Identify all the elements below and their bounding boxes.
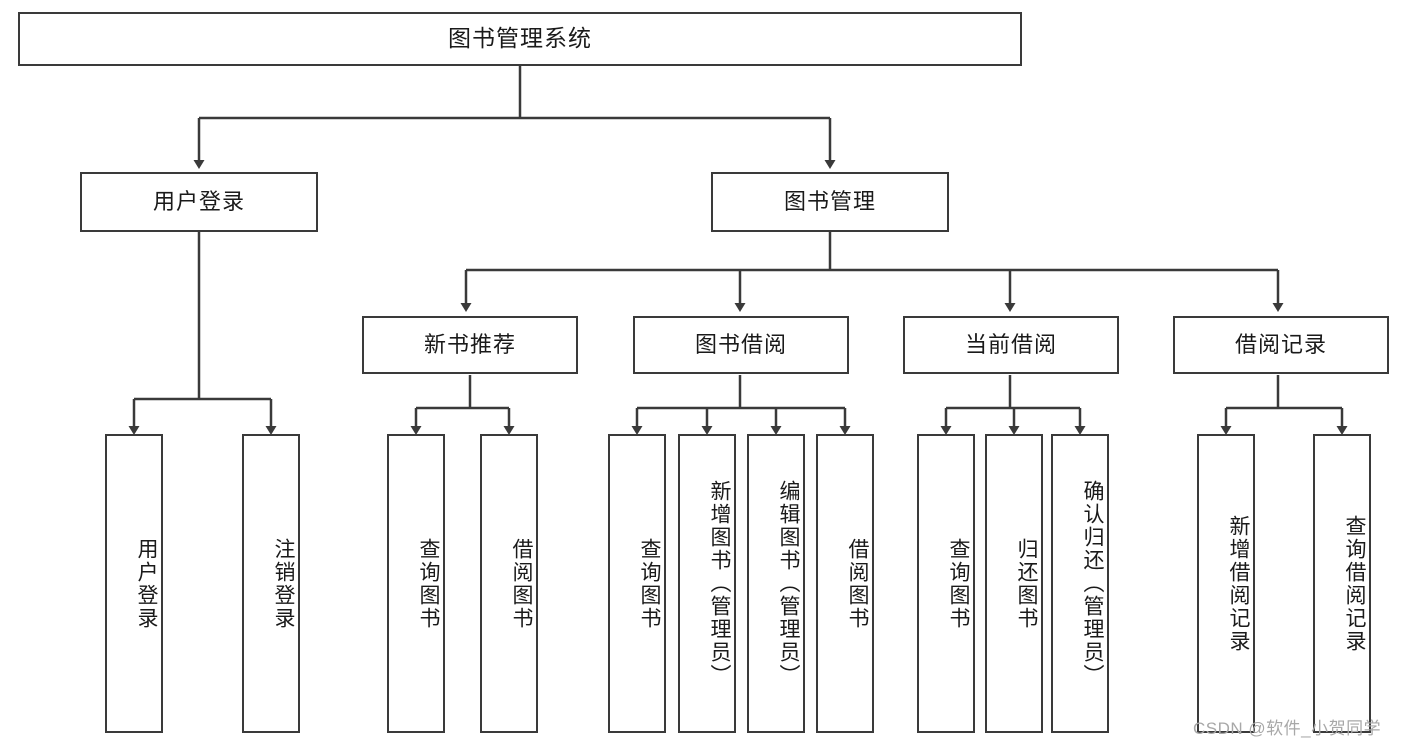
leaf-user-login-signout[interactable]: 注销登录 — [242, 434, 300, 733]
node-label: 新增图书（管理员） — [708, 480, 731, 687]
node-label: 用户登录 — [152, 188, 245, 214]
node-user-login[interactable]: 用户登录 — [80, 172, 318, 232]
node-label: 新增借阅记录 — [1227, 514, 1250, 653]
leaf-borrow-borrow-book[interactable]: 借阅图书 — [816, 434, 874, 733]
node-label: 查询图书 — [417, 537, 440, 630]
node-book-borrow[interactable]: 图书借阅 — [633, 316, 849, 374]
leaf-current-query-book[interactable]: 查询图书 — [917, 434, 975, 733]
leaf-record-query-record[interactable]: 查询借阅记录 — [1313, 434, 1371, 733]
leaf-recommend-query-book[interactable]: 查询图书 — [387, 434, 445, 733]
leaf-current-return-book[interactable]: 归还图书 — [985, 434, 1043, 733]
node-label: 注销登录 — [272, 537, 295, 630]
node-label: 图书管理 — [783, 188, 876, 214]
node-borrow-record[interactable]: 借阅记录 — [1173, 316, 1389, 374]
leaf-borrow-add-book[interactable]: 新增图书（管理员） — [678, 434, 736, 733]
watermark: CSDN @软件_小贺同学 — [1193, 719, 1382, 738]
node-label: 借阅记录 — [1234, 331, 1327, 357]
node-label: 查询图书 — [947, 537, 970, 630]
node-label: 查询图书 — [638, 537, 661, 630]
node-label: 当前借阅 — [964, 331, 1057, 357]
leaf-recommend-borrow-book[interactable]: 借阅图书 — [480, 434, 538, 733]
node-label: 新书推荐 — [423, 331, 516, 357]
leaf-borrow-query-book[interactable]: 查询图书 — [608, 434, 666, 733]
leaf-user-login-signin[interactable]: 用户登录 — [105, 434, 163, 733]
node-label: 图书管理系统 — [448, 25, 592, 52]
node-label: 借阅图书 — [510, 537, 533, 630]
node-label: 图书借阅 — [694, 331, 787, 357]
node-label: 借阅图书 — [846, 537, 869, 630]
leaf-borrow-edit-book[interactable]: 编辑图书（管理员） — [747, 434, 805, 733]
node-label: 归还图书 — [1015, 537, 1038, 630]
node-label: 编辑图书（管理员） — [777, 480, 800, 687]
leaf-current-confirm-return[interactable]: 确认归还（管理员） — [1051, 434, 1109, 733]
node-root-system[interactable]: 图书管理系统 — [18, 12, 1022, 66]
node-label: 确认归还（管理员） — [1081, 480, 1104, 687]
node-book-management[interactable]: 图书管理 — [711, 172, 949, 232]
leaf-record-add-record[interactable]: 新增借阅记录 — [1197, 434, 1255, 733]
node-new-book-recommend[interactable]: 新书推荐 — [362, 316, 578, 374]
node-current-borrow[interactable]: 当前借阅 — [903, 316, 1119, 374]
node-label: 用户登录 — [135, 537, 158, 630]
node-label: 查询借阅记录 — [1343, 514, 1366, 653]
